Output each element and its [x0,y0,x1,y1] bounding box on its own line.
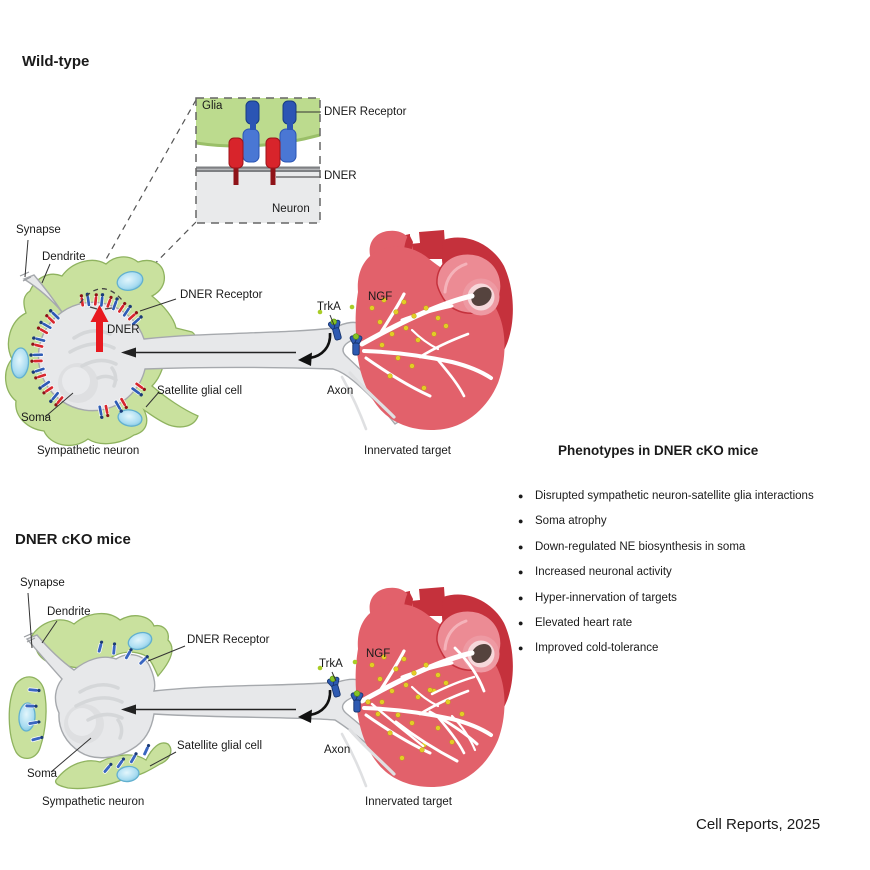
phenotypes-title: Phenotypes in DNER cKO mice [558,443,759,458]
phenotype-item: ●Improved cold-tolerance [518,642,659,655]
phenotype-item: ●Elevated heart rate [518,616,633,629]
wt-synapse-label: Synapse [16,224,61,236]
wt-satellite-label: Satellite glial cell [157,385,243,397]
inset-neuron-label: Neuron [272,203,310,215]
cko-organelles [74,683,124,740]
wt-glial-nucleus [10,347,30,379]
cko-dner-receptors [24,640,151,774]
cko-axon-label: Axon [324,744,351,756]
bullet-icon: ● [518,541,524,552]
wt-axon-label: Axon [327,385,354,397]
wt-dner-label: DNER [107,324,140,336]
cko-panel-art [8,587,513,789]
cko-ngf-label: NGF [366,648,391,660]
wt-glial-nucleus [117,409,143,427]
phenotype-item: ●Increased neuronal activity [518,566,672,579]
bullet-icon: ● [518,643,524,654]
cko-target-caption: Innervated target [365,796,452,808]
wt-ngf-label: NGF [368,291,393,303]
cko-satellite-label: Satellite glial cell [177,740,263,752]
bullet-icon: ● [518,567,524,578]
inset-art [195,97,321,224]
phenotype-item: ●Disrupted sympathetic neuron-satellite … [518,490,814,502]
wt-leader-lines [24,239,335,418]
cko-title: DNER cKO mice [15,531,131,548]
wildtype-title: Wild-type [22,53,90,70]
cko-glial-nucleus [127,631,153,651]
cko-soma-label: Soma [27,768,58,780]
phenotype-item: ●Down-regulated NE biosynthesis in soma [518,540,746,553]
inset-receptor-pair [265,100,297,185]
dner-up-arrow [90,305,109,352]
inset-dner-label: DNER [324,170,357,182]
wt-dner-receptor-label: DNER Receptor [180,289,263,301]
cko-dner-receptor-label: DNER Receptor [187,634,270,646]
cko-neuron-caption: Sympathetic neuron [42,796,145,808]
phenotype-item: ●Hyper-innervation of targets [518,591,677,604]
wt-organelles [68,329,118,388]
wt-dendrite-label: Dendrite [42,251,86,263]
inset-dner-receptor-label: DNER Receptor [324,106,407,118]
wt-neuron-caption: Sympathetic neuron [37,445,140,457]
cko-synapse-label: Synapse [20,577,65,589]
phenotype-item: ●Soma atrophy [518,515,607,528]
inset-receptor-pair [228,100,260,185]
bullet-icon: ● [518,491,524,501]
bullet-icon: ● [518,617,524,628]
cko-leader-lines [27,592,337,773]
wt-target-caption: Innervated target [364,445,451,457]
cko-dendrite-label: Dendrite [47,606,91,618]
wt-trka-label: TrkA [317,301,341,313]
cko-neuron-body [25,634,382,759]
cko-extra-branches [370,646,486,763]
bullet-icon: ● [518,516,524,527]
bullet-icon: ● [518,592,524,603]
wt-glial-nucleus [116,271,144,291]
wildtype-panel-art [5,97,513,447]
wt-soma-label: Soma [21,412,52,424]
journal-credit: Cell Reports, 2025 [696,816,821,833]
wt-dner-receptor-pairs [29,292,146,419]
cko-glial-nucleus [116,765,140,783]
phenotypes-list: ●Disrupted sympathetic neuron-satellite … [518,489,863,667]
cko-trka-label: TrkA [319,658,343,670]
inset-glia-label: Glia [202,100,223,112]
